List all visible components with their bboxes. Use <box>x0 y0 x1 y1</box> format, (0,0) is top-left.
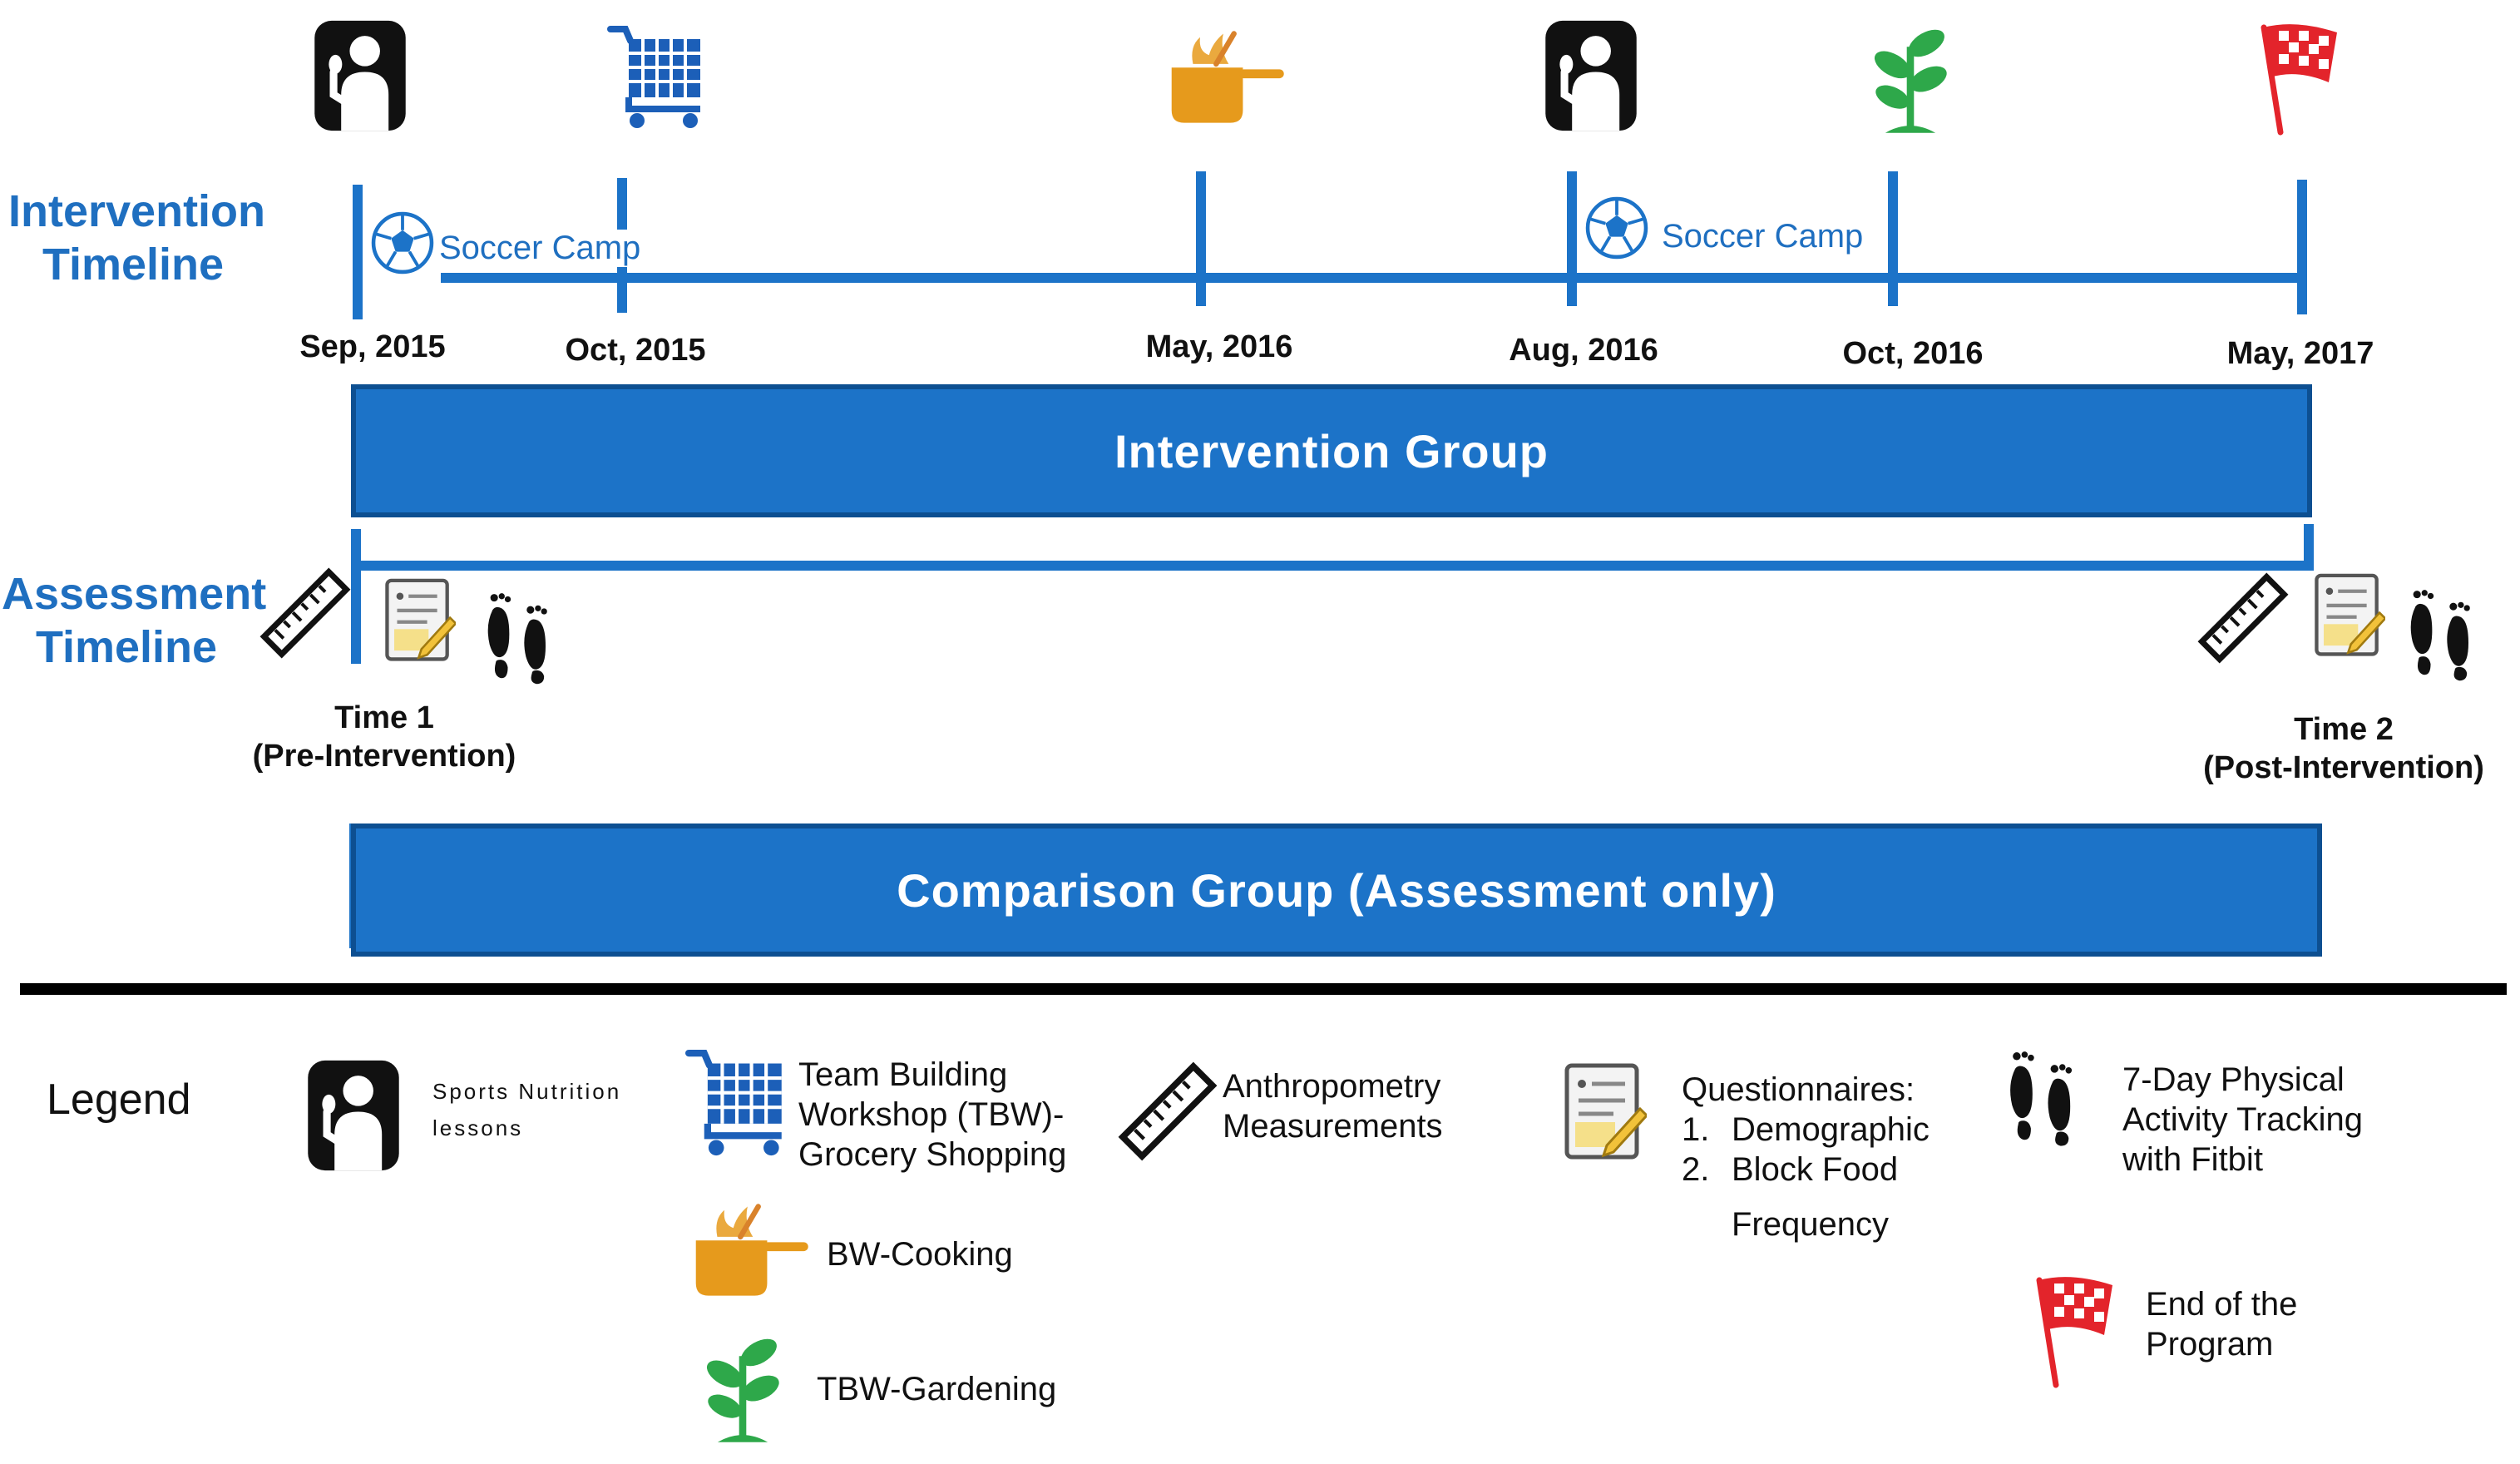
legend-tracking-line2: Activity Tracking <box>2122 1101 2363 1138</box>
legend-quest-item2: 2. Block Food <box>1682 1150 1930 1190</box>
footprints-icon <box>2001 1040 2088 1153</box>
assessment-tick <box>351 529 361 664</box>
legend-end-line2: Program <box>2146 1326 2274 1363</box>
grocery-cart-icon <box>685 1041 788 1163</box>
gardening-plant-icon <box>697 1329 788 1446</box>
assessment-tick <box>2304 524 2314 571</box>
legend-cooking: BW-Cooking <box>827 1236 1013 1273</box>
timeline-tick <box>1567 171 1577 306</box>
ruler-icon <box>2197 572 2289 664</box>
intervention-timeline-label: Intervention Timeline <box>8 185 266 291</box>
legend-tracking-line1: 7-Day Physical <box>2122 1061 2345 1098</box>
sports-nutrition-icon <box>306 1058 401 1173</box>
sports-nutrition-icon <box>313 18 408 133</box>
assessment-timeline-line <box>353 561 2304 571</box>
legend-activity-tracking: 7-Day Physical Activity Tracking with Fi… <box>2122 1060 2363 1180</box>
legend-questionnaires: Questionnaires: 1. Demographic 2. Block Fo… <box>1682 1070 1930 1244</box>
timeline-tick <box>1196 171 1206 306</box>
comparison-group-label: Comparison Group (Assessment only) <box>897 863 1776 917</box>
sports-nutrition-icon <box>1544 18 1638 133</box>
questionnaire-icon <box>384 577 456 664</box>
legend-quest-item1: 1. Demographic <box>1682 1110 1930 1150</box>
date-label: May, 2017 <box>2226 336 2374 371</box>
date-label: Oct, 2015 <box>565 333 706 368</box>
date-label: Sep, 2015 <box>299 329 446 364</box>
soccer-ball-icon <box>371 211 434 274</box>
date-label: Oct, 2016 <box>1842 336 1984 371</box>
comparison-group-bar: Comparison Group (Assessment only) <box>351 824 2322 957</box>
assessment-timeline-label-line1: Assessment <box>2 569 267 619</box>
legend-quest-title: Questionnaires: <box>1682 1071 1915 1108</box>
questionnaire-icon <box>1564 1061 1647 1163</box>
legend-tbw-line3: Grocery Shopping <box>798 1136 1067 1173</box>
ruler-icon <box>1118 1061 1218 1161</box>
legend-quest-item1-text: Demographic <box>1732 1111 1930 1148</box>
timeline-tick <box>2297 180 2307 314</box>
legend-sports-nutrition-line2: lessons <box>432 1115 524 1140</box>
legend-anthropometry: Anthropometry Measurements <box>1223 1066 1443 1146</box>
legend-end-of-program: End of the Program <box>2146 1284 2297 1364</box>
legend-sports-nutrition-line1: Sports Nutrition <box>432 1079 622 1104</box>
legend-quest-item2-num: 2. <box>1682 1151 1710 1188</box>
legend-divider <box>20 983 2507 995</box>
time2-label-line2: (Post-Intervention) <box>2203 750 2484 785</box>
intervention-group-bar: Intervention Group <box>351 384 2312 517</box>
checkered-flag-icon <box>2021 1269 2121 1391</box>
legend-tracking-line3: with Fitbit <box>2122 1141 2263 1178</box>
intervention-timeline-label-line2: Timeline <box>42 240 225 289</box>
ruler-icon <box>259 567 351 659</box>
legend-anthro-line1: Anthropometry <box>1223 1068 1441 1105</box>
legend-end-line1: End of the <box>2146 1286 2298 1323</box>
timeline-tick <box>1888 171 1898 306</box>
time2-label-line1: Time 2 <box>2294 712 2394 747</box>
time2-label: Time 2 (Post-Intervention) <box>2186 710 2502 787</box>
date-label: Aug, 2016 <box>1509 333 1658 368</box>
grocery-cart-icon <box>607 18 707 135</box>
intervention-timeline-label-line1: Intervention <box>8 186 266 236</box>
assessment-timeline-label-line2: Timeline <box>35 622 218 672</box>
footprints-icon <box>479 582 562 690</box>
time1-label-line2: (Pre-Intervention) <box>252 739 516 774</box>
soccer-camp-label: Soccer Camp <box>439 230 641 267</box>
legend-quest-item1-num: 1. <box>1682 1111 1710 1148</box>
soccer-camp-label: Soccer Camp <box>1662 218 1864 255</box>
legend-gardening: TBW-Gardening <box>817 1371 1057 1407</box>
legend-quest-item2-cont: Frequency <box>1732 1206 1889 1243</box>
questionnaire-icon <box>2314 572 2385 659</box>
intervention-timeline-line <box>441 273 2304 283</box>
legend-title: Legend <box>47 1076 191 1124</box>
time1-label: Time 1 (Pre-Intervention) <box>235 699 534 775</box>
time1-label-line1: Time 1 <box>334 700 434 735</box>
timeline-tick <box>353 185 363 319</box>
gardening-plant-icon <box>1865 20 1956 136</box>
legend-tbw-line2: Workshop (TBW)- <box>798 1096 1065 1133</box>
legend-tbw-line1: Team Building <box>798 1056 1008 1093</box>
soccer-ball-icon <box>1585 196 1648 260</box>
legend-tbw-grocery: Team Building Workshop (TBW)- Grocery Sh… <box>798 1055 1066 1175</box>
assessment-timeline-label: Assessment Timeline <box>2 567 267 674</box>
cooking-pot-icon <box>687 1198 812 1303</box>
footprints-icon <box>2402 579 2485 687</box>
legend-anthro-line2: Measurements <box>1223 1108 1443 1145</box>
intervention-group-label: Intervention Group <box>1114 424 1549 477</box>
legend-sports-nutrition: Sports Nutrition lessons <box>432 1073 621 1146</box>
cooking-pot-icon <box>1163 25 1287 130</box>
date-label: May, 2016 <box>1145 329 1293 364</box>
checkered-flag-icon <box>2246 17 2345 138</box>
legend-quest-item2-text: Block Food <box>1732 1151 1899 1188</box>
